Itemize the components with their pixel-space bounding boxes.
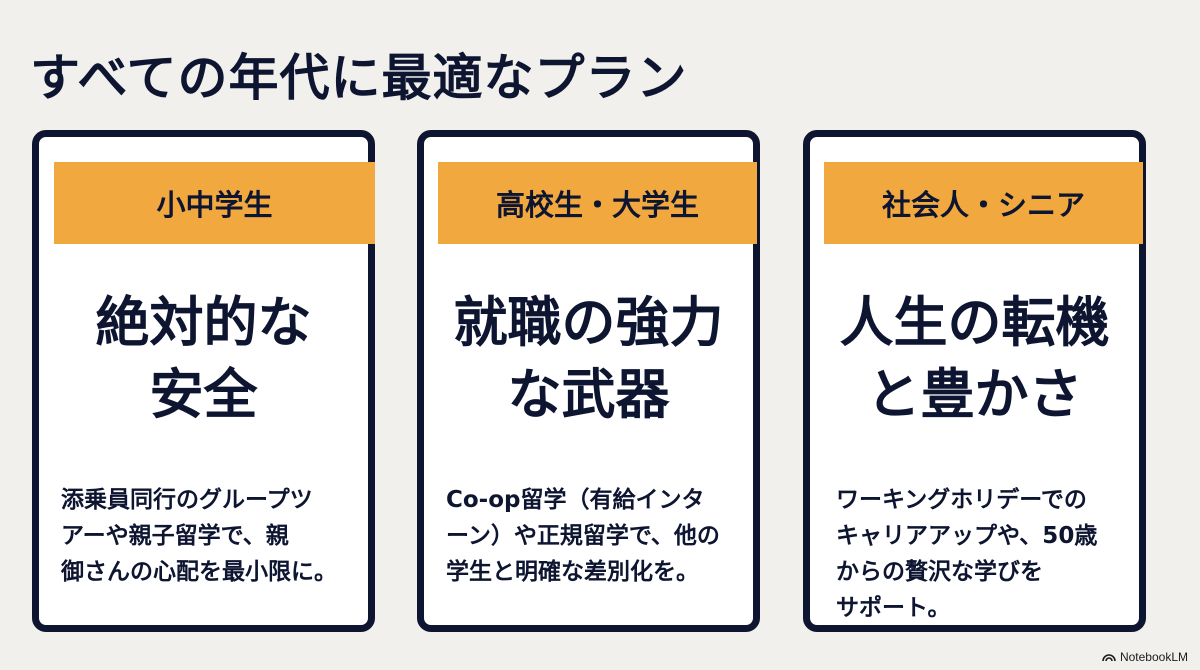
description-line: Co-op留学（有給インタ (446, 487, 705, 513)
headline-line: 絶対的な (95, 291, 312, 354)
description-line: ーン）や正規留学で、他の (446, 523, 720, 549)
description-line: 添乗員同行のグループツ (61, 487, 313, 513)
plan-description: ワーキングホリデーでの キャリアアップや、50歳 からの贅沢な学びを サポート。 (836, 482, 1129, 626)
headline-line: と豊かさ (866, 363, 1083, 426)
plan-description: 添乗員同行のグループツ アーや親子留学で、親 御さんの心配を最小限に。 (61, 482, 358, 590)
plan-card-elementary: 小中学生 絶対的な 安全 添乗員同行のグループツ アーや親子留学で、親 御さんの… (32, 130, 375, 632)
description-line: キャリアアップや、50歳 (836, 523, 1098, 549)
brand-label: NotebookLM (1119, 650, 1188, 664)
plan-card-student: 高校生・大学生 就職の強力 な武器 Co-op留学（有給インタ ーン）や正規留学… (417, 130, 760, 632)
page-title: すべての年代に最適なプラン (30, 49, 688, 107)
plan-card-adult-senior: 社会人・シニア 人生の転機 と豊かさ ワーキングホリデーでの キャリアアップや、… (803, 130, 1146, 632)
plan-headline: 就職の強力 な武器 (424, 287, 753, 431)
plan-headline: 絶対的な 安全 (39, 287, 368, 431)
headline-line: 就職の強力 (453, 291, 724, 354)
headline-line: 人生の転機 (839, 291, 1110, 354)
description-line: 学生と明確な差別化を。 (446, 559, 699, 585)
plan-headline: 人生の転機 と豊かさ (810, 287, 1139, 431)
description-line: ワーキングホリデーでの (836, 487, 1087, 513)
headline-line: 安全 (149, 363, 258, 426)
description-line: 御さんの心配を最小限に。 (61, 559, 337, 585)
plan-badge: 高校生・大学生 (438, 162, 757, 244)
description-line: アーや親子留学で、親 (61, 523, 289, 549)
notebooklm-icon (1102, 654, 1116, 662)
brand-watermark: NotebookLM (1102, 650, 1188, 664)
description-line: からの贅沢な学びを (836, 559, 1043, 585)
plan-badge: 小中学生 (54, 162, 375, 244)
plan-badge: 社会人・シニア (824, 162, 1143, 244)
headline-line: な武器 (507, 363, 670, 426)
plan-description: Co-op留学（有給インタ ーン）や正規留学で、他の 学生と明確な差別化を。 (446, 482, 743, 590)
description-line: サポート。 (836, 595, 951, 621)
